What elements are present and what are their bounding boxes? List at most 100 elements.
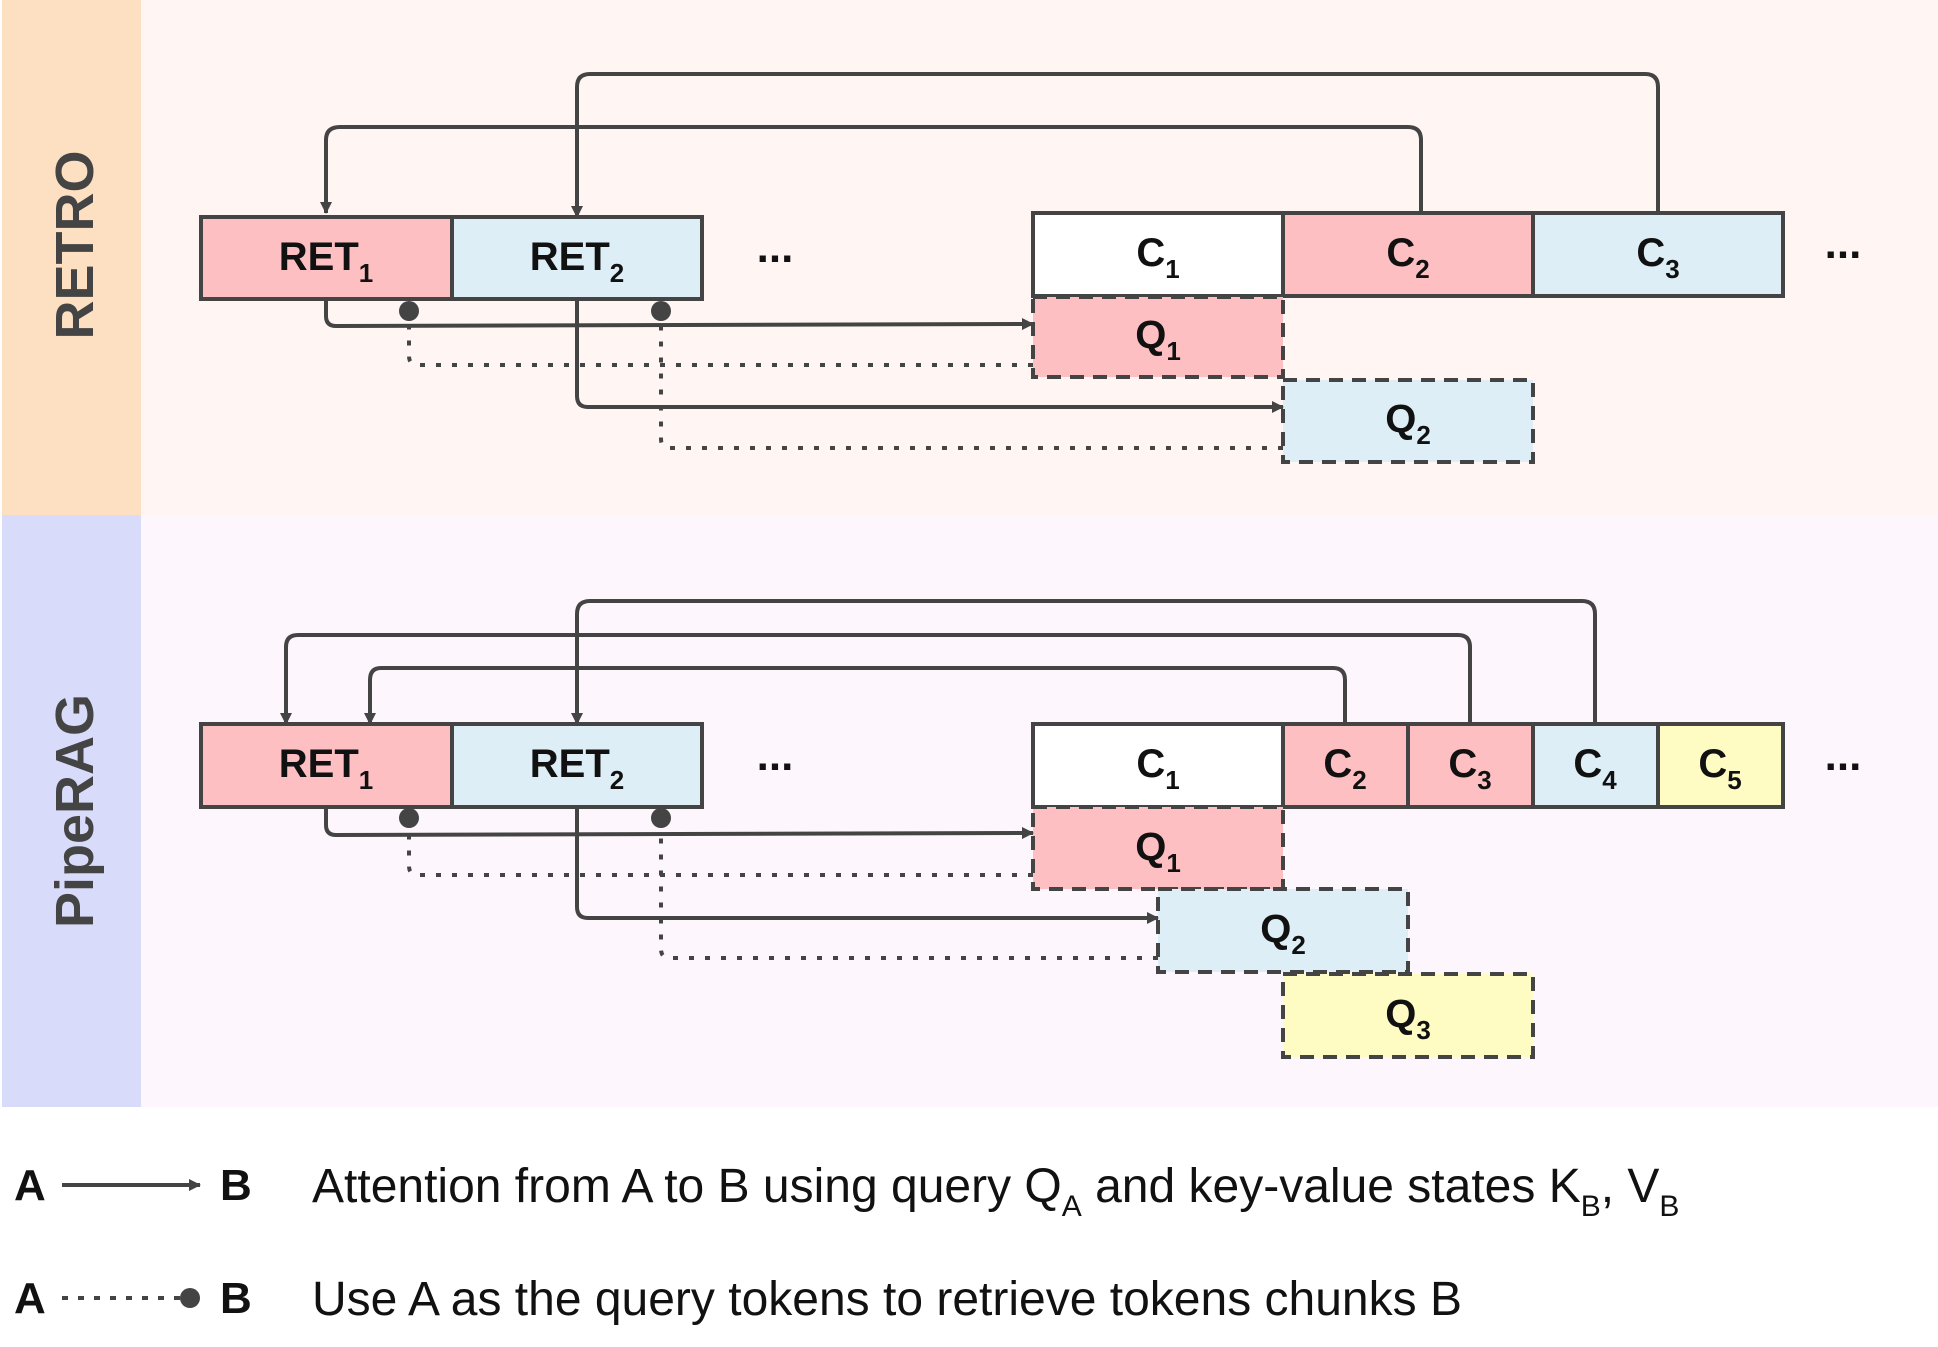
legend-retrieval-a: A bbox=[14, 1274, 46, 1323]
retro-q2-label: Q bbox=[1385, 397, 1416, 441]
retro-panel: RETRO RET1 RET2 ... C1 C2 bbox=[2, 0, 1938, 515]
piperag-c2-label: C bbox=[1323, 742, 1352, 786]
piperag-side-band bbox=[2, 515, 141, 1107]
retro-c3-label: C bbox=[1636, 231, 1665, 275]
retro-arrow-c2-to-ret1 bbox=[320, 125, 1423, 214]
retro-label: RETRO bbox=[45, 151, 105, 340]
piperag-arrow-c4-to-ret2 bbox=[571, 599, 1597, 725]
svg-text:Q2: Q2 bbox=[1385, 397, 1431, 450]
svg-text:C3: C3 bbox=[1448, 742, 1491, 795]
piperag-q2-subscript: 2 bbox=[1291, 930, 1305, 960]
retro-c2-subscript: 2 bbox=[1415, 254, 1429, 284]
svg-text:RET2: RET2 bbox=[530, 235, 624, 288]
piperag-c3-label: C bbox=[1448, 742, 1477, 786]
retro-c3-subscript: 3 bbox=[1665, 254, 1679, 284]
retro-q2-subscript: 2 bbox=[1416, 420, 1430, 450]
piperag-arrow-q2-to-ret2 bbox=[575, 807, 1159, 924]
piperag-chunk-c2: C2 bbox=[1281, 722, 1410, 809]
piperag-c4-label: C bbox=[1573, 742, 1602, 786]
retro-retrieval-dot-ret2 bbox=[651, 301, 671, 321]
legend-row-retrieval: A B Use A as the query tokens to retriev… bbox=[14, 1273, 1462, 1326]
retro-ret1-label: RET bbox=[279, 235, 359, 279]
retro-c2-label: C bbox=[1386, 231, 1415, 275]
piperag-ret2-box: RET2 bbox=[450, 722, 704, 809]
retro-arrow-q1-to-ret1 bbox=[324, 299, 1034, 331]
piperag-ellipsis-right: ... bbox=[1825, 731, 1862, 780]
piperag-ret1-label: RET bbox=[279, 742, 359, 786]
legend-retrieval-b: B bbox=[220, 1274, 252, 1323]
piperag-c2-subscript: 2 bbox=[1352, 765, 1366, 795]
piperag-ret2-label: RET bbox=[530, 742, 610, 786]
svg-text:C4: C4 bbox=[1573, 742, 1617, 795]
legend-attention-description: Attention from A to B using query QA and… bbox=[312, 1160, 1679, 1223]
piperag-c5-label: C bbox=[1698, 742, 1727, 786]
retro-chunk-c1: C1 bbox=[1031, 211, 1285, 298]
piperag-ret1-box: RET1 bbox=[199, 722, 454, 809]
retro-ret2-label: RET bbox=[530, 235, 610, 279]
piperag-q2-label: Q bbox=[1260, 907, 1291, 951]
retro-ellipsis-left: ... bbox=[757, 223, 794, 272]
retro-side-band bbox=[2, 0, 141, 515]
piperag-c3-subscript: 3 bbox=[1477, 765, 1491, 795]
legend-dot-icon bbox=[180, 1288, 200, 1308]
retro-ret1-box: RET1 bbox=[199, 215, 454, 301]
piperag-ellipsis-left: ... bbox=[757, 731, 794, 780]
legend-attention-b: B bbox=[220, 1161, 252, 1210]
piperag-q1-label: Q bbox=[1135, 825, 1166, 869]
retro-ret2-box: RET2 bbox=[450, 215, 704, 301]
piperag-arrow-q1-to-ret1 bbox=[324, 807, 1034, 840]
piperag-c1-label: C bbox=[1136, 742, 1165, 786]
piperag-query-q1: Q1 bbox=[1031, 805, 1285, 891]
piperag-chunk-c3: C3 bbox=[1406, 722, 1535, 809]
piperag-c1-subscript: 1 bbox=[1165, 765, 1179, 795]
piperag-arrow-c2-to-ret1 bbox=[364, 666, 1347, 725]
piperag-q3-subscript: 3 bbox=[1416, 1015, 1430, 1045]
retro-retrieval-dot-ret1 bbox=[399, 301, 419, 321]
svg-text:C1: C1 bbox=[1136, 231, 1179, 284]
retro-c1-label: C bbox=[1136, 231, 1165, 275]
svg-text:Q3: Q3 bbox=[1385, 992, 1431, 1045]
svg-text:RET1: RET1 bbox=[279, 235, 373, 288]
svg-text:C3: C3 bbox=[1636, 231, 1679, 284]
retro-ret2-subscript: 2 bbox=[610, 258, 624, 288]
piperag-ret1-subscript: 1 bbox=[359, 765, 373, 795]
piperag-q3-label: Q bbox=[1385, 992, 1416, 1036]
svg-text:C2: C2 bbox=[1323, 742, 1366, 795]
piperag-query-q2: Q2 bbox=[1156, 887, 1410, 974]
piperag-chunk-c4: C4 bbox=[1531, 722, 1660, 809]
piperag-q1-subscript: 1 bbox=[1166, 848, 1180, 878]
retro-c1-subscript: 1 bbox=[1165, 254, 1179, 284]
svg-text:Q2: Q2 bbox=[1260, 907, 1306, 960]
svg-text:Q1: Q1 bbox=[1135, 313, 1181, 366]
retro-arrow-c3-to-ret2 bbox=[571, 72, 1660, 218]
svg-text:C1: C1 bbox=[1136, 742, 1179, 795]
retro-query-q1: Q1 bbox=[1031, 295, 1285, 379]
svg-text:Q1: Q1 bbox=[1135, 825, 1181, 878]
retro-chunk-c3: C3 bbox=[1531, 211, 1785, 298]
legend: A B Attention from A to B using query QA… bbox=[14, 1160, 1679, 1326]
svg-text:RET1: RET1 bbox=[279, 742, 373, 795]
retro-q1-subscript: 1 bbox=[1166, 336, 1180, 366]
piperag-panel: PipeRAG RET1 RET2 ... C1 C2 bbox=[2, 515, 1938, 1107]
piperag-c4-subscript: 4 bbox=[1602, 765, 1617, 795]
retro-query-q2: Q2 bbox=[1281, 378, 1535, 464]
retro-chunk-c2: C2 bbox=[1281, 211, 1535, 298]
svg-text:C2: C2 bbox=[1386, 231, 1429, 284]
piperag-c5-subscript: 5 bbox=[1727, 765, 1741, 795]
piperag-label: PipeRAG bbox=[45, 694, 105, 928]
piperag-retrieval-dot-ret1 bbox=[399, 808, 419, 828]
retro-q1-label: Q bbox=[1135, 313, 1166, 357]
retro-retrieval-q2-to-ret2 bbox=[659, 311, 1283, 450]
retro-ret1-subscript: 1 bbox=[359, 258, 373, 288]
retro-ellipsis-right: ... bbox=[1825, 219, 1862, 268]
piperag-ret2-subscript: 2 bbox=[610, 765, 624, 795]
svg-text:RET2: RET2 bbox=[530, 742, 624, 795]
piperag-arrow-c3-to-ret1 bbox=[280, 633, 1472, 725]
piperag-query-q3: Q3 bbox=[1281, 972, 1535, 1059]
piperag-chunk-c1: C1 bbox=[1031, 722, 1285, 809]
legend-row-attention: A B Attention from A to B using query QA… bbox=[14, 1160, 1679, 1223]
svg-text:C5: C5 bbox=[1698, 742, 1741, 795]
retro-arrow-q2-to-ret2 bbox=[575, 299, 1284, 413]
legend-retrieval-description: Use A as the query tokens to retrieve to… bbox=[312, 1273, 1462, 1326]
